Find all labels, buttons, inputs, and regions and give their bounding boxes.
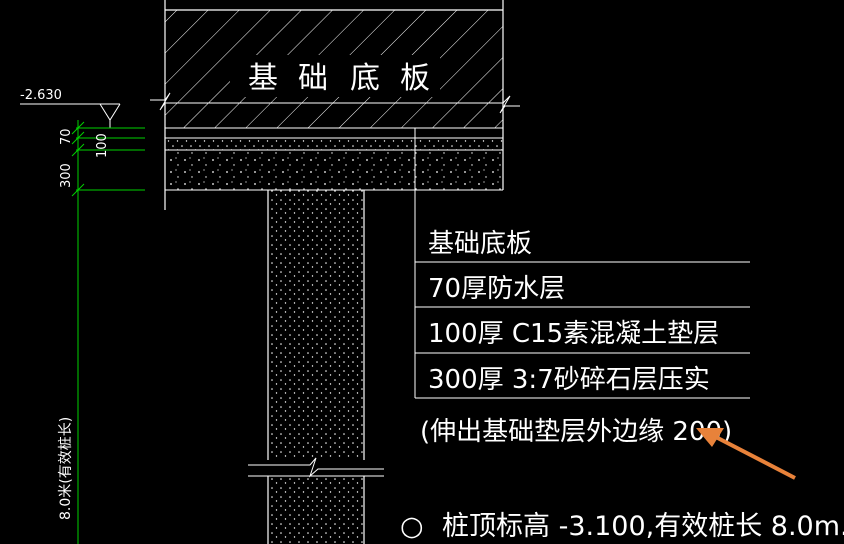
pile-note: ○ 桩顶标高 -3.100,有效桩长 8.0m. [400,511,844,542]
legend-row-1: 基础底板 [428,229,532,259]
dim-300: 300 [59,163,74,188]
layer-legend: 基础底板 70厚防水层 100厚 C15素混凝土垫层 300厚 3:7砂碎石层压… [414,190,750,399]
slab-char-2: 础 [298,61,328,96]
legend-row-3: 100厚 C15素混凝土垫层 [428,319,719,349]
slab-char-4: 板 [400,61,430,96]
dim-100: 100 [95,133,110,158]
dim-pile-length: 8.0米(有效桩长) [57,417,74,520]
legend-row-2: 70厚防水层 [428,274,565,304]
pile [248,190,384,544]
pile-note-text: 桩顶标高 -3.100,有效桩长 8.0m. [442,511,844,542]
dim-70: 70 [59,128,74,145]
dimension-chain [71,120,145,544]
foundation-slab: 基 础 底 板 [150,0,520,210]
dimension-labels: 70 100 300 8.0米(有效桩长) [57,128,110,520]
legend-row-4: 300厚 3:7砂碎石层压实 [428,365,710,395]
gravel-layer [166,150,503,190]
slab-char-1: 基 [248,61,278,96]
waterproof-layer [166,138,503,150]
pile-note-symbol: ○ [400,511,424,542]
slab-char-3: 底 [350,61,380,96]
elevation-text: -2.630 [20,88,62,103]
slab-label: 基 础 底 板 [230,55,440,97]
elevation-marker: -2.630 [20,88,121,128]
annotation-arrow [696,428,796,480]
extension-note: (伸出基础垫层外边缘 200) [420,417,732,447]
